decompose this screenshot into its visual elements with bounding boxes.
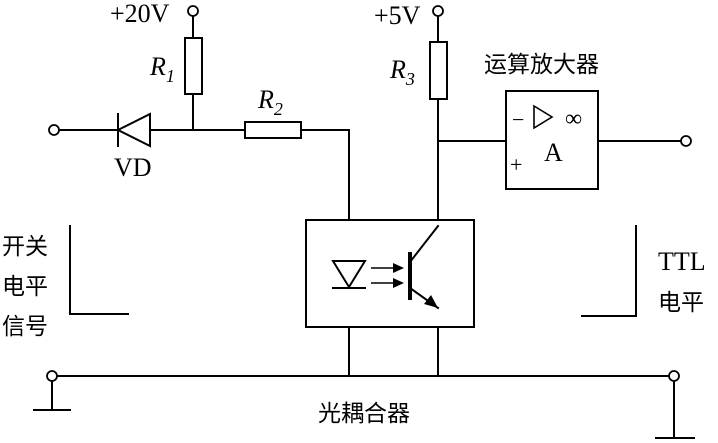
- optocoupler-box: [305, 219, 475, 328]
- opamp-gain-a: A: [544, 138, 563, 167]
- terminal-ground-right: [668, 370, 680, 382]
- label-r1: R1: [149, 52, 175, 86]
- diode-vd: [115, 112, 151, 148]
- resistor-r3: [429, 41, 448, 100]
- opamp-triangle-icon: [533, 104, 554, 130]
- opamp-infinity: ∞: [565, 106, 582, 132]
- terminal-20v: [187, 5, 199, 17]
- terminal-ground-left: [46, 370, 58, 382]
- label-switch-line1: 开关: [2, 234, 48, 260]
- resistor-r2: [244, 121, 302, 139]
- light-arrow-upper-head: [393, 263, 404, 273]
- terminal-input: [48, 124, 60, 136]
- wire-r2-to-led: [300, 129, 350, 257]
- transistor-collector: [408, 224, 440, 264]
- opamp-minus-sign: −: [512, 107, 524, 132]
- label-ttl-level: 电平: [658, 290, 704, 316]
- phototransistor: [408, 224, 440, 310]
- label-switch-line3: 信号: [2, 314, 48, 340]
- label-vd: VD: [114, 153, 152, 182]
- label-5v: +5V: [374, 1, 421, 30]
- label-r3: R3: [389, 55, 415, 89]
- emitter-arrow-icon: [424, 295, 438, 308]
- resistor-r1: [184, 37, 203, 95]
- label-ttl: TTL: [658, 247, 706, 276]
- label-optocoupler: 光耦合器: [318, 401, 410, 427]
- light-arrows: [371, 263, 404, 288]
- label-switch-line2: 电平: [2, 274, 48, 300]
- terminal-output: [680, 135, 692, 147]
- optocoupler-led: [331, 260, 367, 289]
- operational-amplifier: − ∞ A +: [505, 90, 599, 190]
- label-20v: +20V: [110, 0, 170, 28]
- led-triangle: [331, 260, 367, 289]
- light-arrow-lower-head: [393, 278, 404, 288]
- ttl-level-waveform: [581, 225, 637, 317]
- label-opamp-title: 运算放大器: [484, 52, 599, 78]
- label-r2: R2: [257, 85, 283, 119]
- terminals: [46, 5, 692, 382]
- switch-level-waveform: [69, 225, 129, 315]
- diode-vd-triangle: [115, 112, 151, 148]
- opamp-plus-sign: +: [510, 152, 522, 177]
- terminal-5v: [432, 5, 444, 17]
- opamp-box: [505, 90, 599, 190]
